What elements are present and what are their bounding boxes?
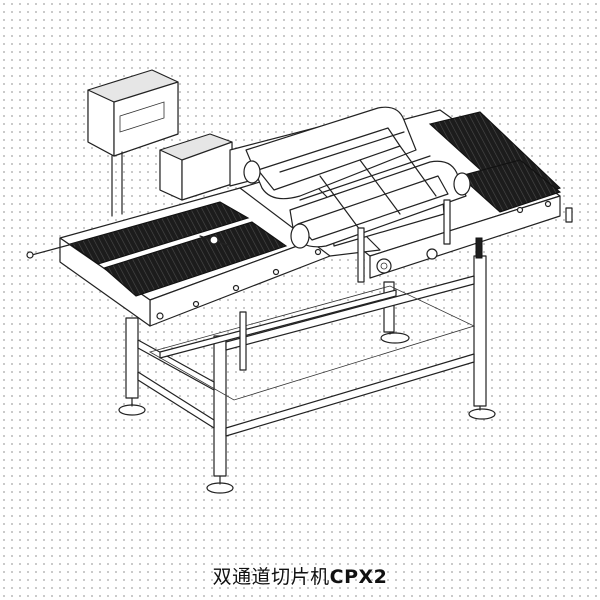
control-box <box>87 69 179 217</box>
caption-model: CPX2 <box>329 566 388 588</box>
fasteners-and-handles <box>26 199 573 371</box>
slicer-machine-drawing <box>26 69 573 494</box>
support-frame <box>118 255 496 494</box>
motor-housing <box>159 133 233 201</box>
leveling-feet <box>118 331 496 494</box>
figure-caption: 双通道切片机CPX2 <box>0 560 600 594</box>
caption-title: 双通道切片机 <box>212 566 330 588</box>
conveyor-belts <box>68 111 562 297</box>
slicing-head <box>229 106 471 249</box>
